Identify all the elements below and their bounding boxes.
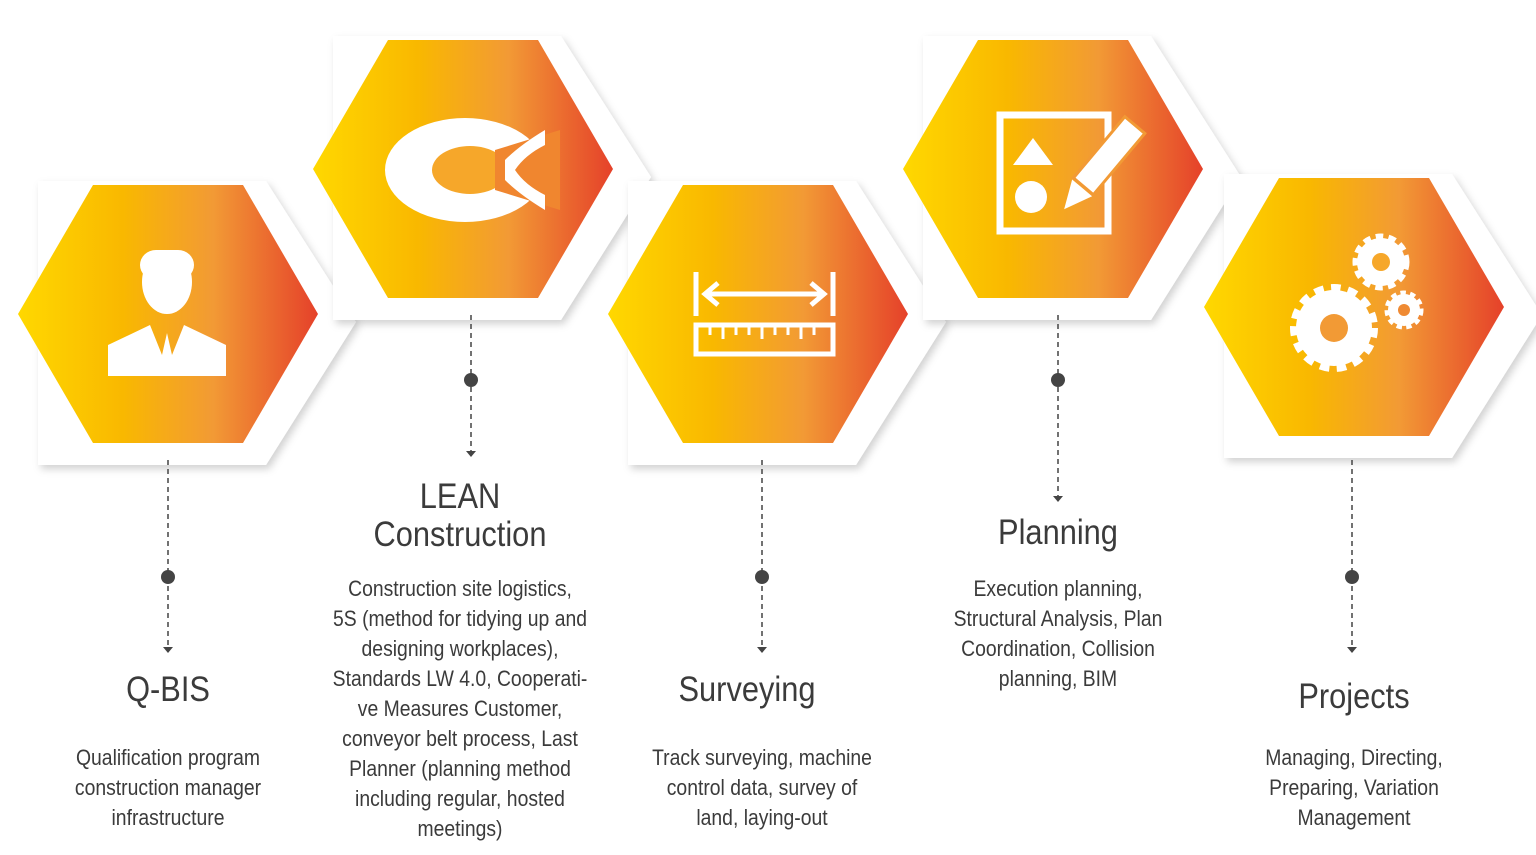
- desc-line: Preparing, Variation: [1269, 775, 1439, 800]
- item-description: Execution planning, Structural Analysis,…: [917, 574, 1199, 694]
- gears-icon: [1290, 233, 1424, 372]
- desc-line: Qualification program: [75, 745, 261, 770]
- item-description: Construction site logistics, 5S (method …: [319, 574, 601, 844]
- item-title: Projects: [1298, 677, 1410, 716]
- desc-line: construction manager: [74, 775, 262, 800]
- desc-line: control data, survey of: [666, 775, 858, 800]
- desc-line: designing workplaces),: [361, 636, 559, 661]
- desc-line: including regular, hosted: [355, 786, 565, 811]
- item-projects: Projects Managing, Directing, Preparing,…: [1194, 678, 1514, 833]
- item-title: Planning: [998, 513, 1118, 552]
- desc-line: planning, BIM: [998, 666, 1118, 691]
- desc-line: Structural Analysis, Plan: [953, 606, 1163, 631]
- desc-line: Construction site logistics,: [348, 576, 572, 601]
- ruler-measure-icon: [693, 272, 836, 357]
- item-title: Q-BIS: [126, 670, 210, 709]
- desc-line: Managing, Directing,: [1265, 745, 1443, 770]
- design-pencil-icon: [996, 111, 1147, 235]
- item-qbis: Q-BIS Qualification program construction…: [8, 671, 328, 833]
- item-title: Surveying: [678, 670, 816, 709]
- desc-line: ve Measures Customer,: [357, 696, 563, 721]
- desc-line: infrastructure: [111, 805, 225, 830]
- item-description: Managing, Directing, Preparing, Variatio…: [1213, 743, 1495, 833]
- desc-line: Standards LW 4.0, Cooperati-: [332, 666, 588, 691]
- desc-line: land, laying-out: [696, 805, 828, 830]
- item-lean: LEAN Construction Construction site logi…: [300, 478, 620, 844]
- desc-line: Management: [1297, 805, 1411, 830]
- desc-line: Track surveying, machine: [652, 745, 872, 770]
- desc-line: 5S (method for tidying up and: [333, 606, 587, 631]
- item-planning: Planning Execution planning, Structural …: [898, 514, 1218, 694]
- desc-line: meetings): [417, 816, 503, 841]
- desc-line: Coordination, Collision: [961, 636, 1155, 661]
- item-description: Qualification program construction manag…: [27, 743, 309, 833]
- item-description: Track surveying, machine control data, s…: [621, 743, 903, 833]
- desc-line: Execution planning,: [973, 576, 1143, 601]
- desc-line: conveyor belt process, Last: [342, 726, 578, 751]
- item-title: LEAN: [419, 477, 501, 516]
- lean-c-icon: [385, 118, 560, 222]
- hexagon-qbis: [18, 181, 356, 465]
- item-surveying: Surveying Track surveying, machine contr…: [602, 671, 922, 833]
- item-title: Construction: [373, 515, 547, 554]
- person-icon: [108, 250, 226, 376]
- desc-line: Planner (planning method: [349, 756, 571, 781]
